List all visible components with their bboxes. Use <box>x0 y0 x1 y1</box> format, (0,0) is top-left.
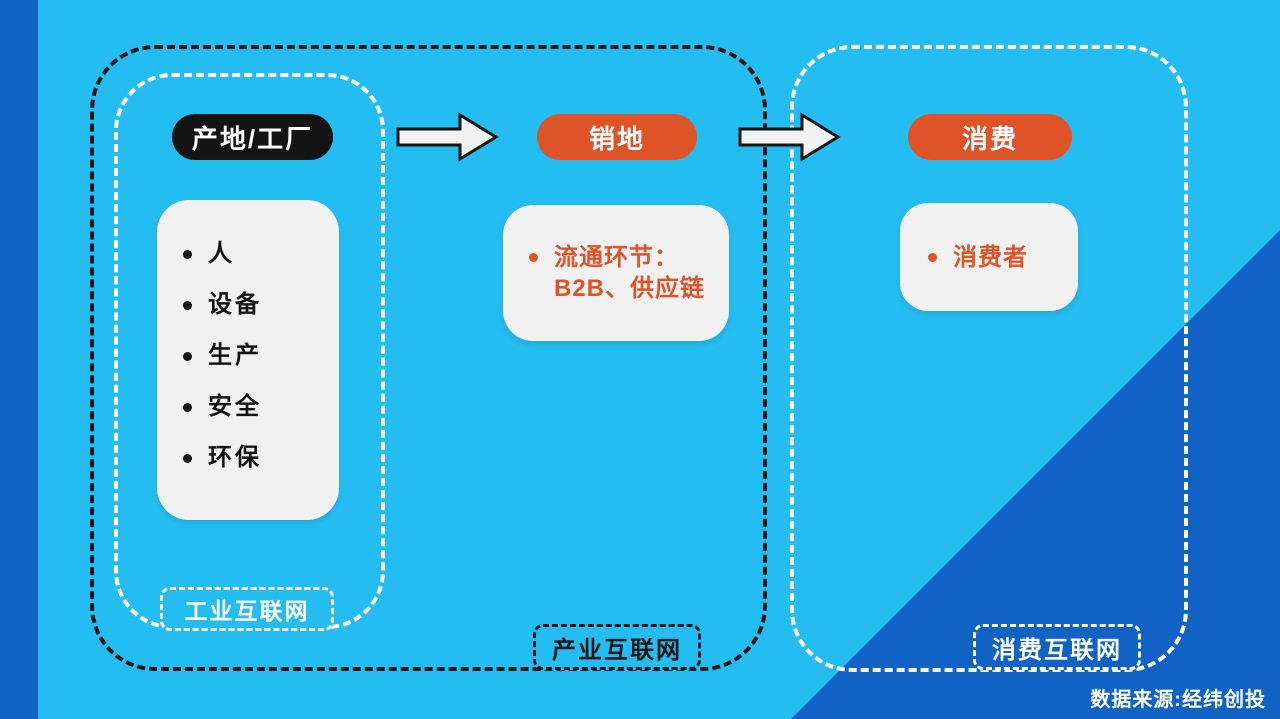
list-item-label: 生产 <box>208 342 262 369</box>
list-item-label: 环保 <box>208 444 262 471</box>
zone-label-industrial-internet: 工业互联网 <box>160 587 334 631</box>
bullet-dot-icon <box>183 453 192 463</box>
stage-pill-consume: 消费 <box>908 114 1072 160</box>
zone-label-text: 消费互联网 <box>992 636 1122 664</box>
list-item: 流通环节： B2B、供应链 <box>529 242 705 304</box>
list-item: 安全 <box>183 393 339 421</box>
zone-label-text: 产业互联网 <box>552 636 682 664</box>
zone-label-text: 工业互联网 <box>184 598 310 624</box>
sale-line-1: 流通环节： <box>554 244 679 271</box>
list-item: 消费者 <box>928 242 1028 273</box>
list-item-label: 设备 <box>208 291 262 318</box>
list-item: 人 <box>183 240 339 268</box>
list-item: 设备 <box>183 291 339 319</box>
stage-pill-factory: 产地/工厂 <box>172 114 333 160</box>
bullet-dot-icon <box>183 300 192 310</box>
bullet-dot-icon <box>529 253 538 262</box>
stage-pill-sale-label: 销地 <box>588 123 645 154</box>
sale-line-2: B2B、供应链 <box>554 275 706 302</box>
stage-pill-factory-label: 产地/工厂 <box>191 123 314 154</box>
bullet-dot-icon <box>183 402 192 412</box>
list-item-label: 流通环节： B2B、供应链 <box>554 242 705 304</box>
bullet-dot-icon <box>183 351 192 361</box>
list-item-label: 安全 <box>208 393 262 420</box>
zone-border-consumer <box>790 45 1188 672</box>
stage-pill-consume-label: 消费 <box>961 123 1018 154</box>
zone-label-industry-internet: 产业互联网 <box>533 624 701 670</box>
list-item: 生产 <box>183 342 339 370</box>
data-source-note: 数据来源:经纬创投 <box>1090 689 1266 711</box>
list-item: 环保 <box>183 444 339 472</box>
left-accent-stripe <box>0 0 38 719</box>
bullet-dot-icon <box>183 249 192 259</box>
bullet-dot-icon <box>928 252 937 262</box>
list-item-label: 人 <box>208 240 235 267</box>
consumer-items-card: 消费者 <box>900 203 1078 311</box>
zone-border-industry <box>90 45 767 671</box>
factory-items-card: 人 设备 生产 安全 环保 <box>157 200 339 520</box>
list-item-label: 消费者 <box>953 243 1028 271</box>
stage-pill-sale: 销地 <box>537 114 697 160</box>
sale-items-card: 流通环节： B2B、供应链 <box>503 205 729 341</box>
right-arrow-icon <box>396 112 499 162</box>
right-arrow-icon <box>738 112 841 162</box>
zone-label-consumer-internet: 消费互联网 <box>973 624 1141 670</box>
